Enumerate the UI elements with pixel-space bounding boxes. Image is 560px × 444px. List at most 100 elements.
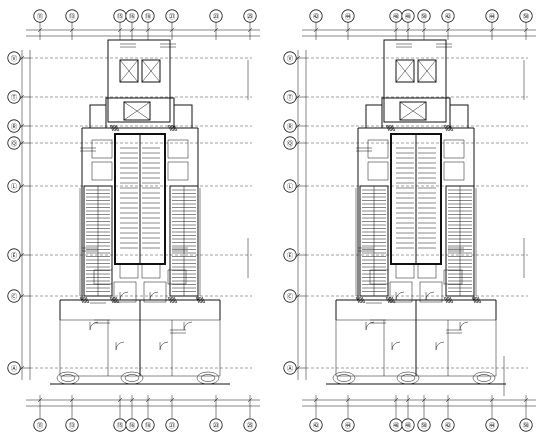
dimension-tick bbox=[145, 27, 151, 33]
wall-hatch bbox=[172, 296, 176, 304]
entrance-step bbox=[332, 371, 356, 385]
door-swing bbox=[459, 321, 469, 331]
dimension-tick bbox=[19, 252, 25, 258]
wall-hatch bbox=[81, 296, 85, 304]
wall-hatch bbox=[197, 296, 201, 304]
equipment-room bbox=[369, 269, 389, 285]
wall-hatch bbox=[390, 124, 394, 132]
row-axis-bubble: Ⓥ bbox=[7, 51, 21, 65]
wall-hatch bbox=[443, 124, 448, 132]
axis-bubble-label: ㉑ bbox=[169, 12, 176, 20]
elevator-car bbox=[119, 59, 139, 83]
equipment-room bbox=[167, 139, 189, 159]
elevator-cross bbox=[141, 59, 161, 83]
axis-bubble-circle bbox=[519, 418, 533, 432]
dimension-tick bbox=[313, 397, 319, 403]
wall-hatch bbox=[473, 296, 477, 304]
elevator-machine-room bbox=[383, 39, 447, 123]
axis-bubble-label: ㊿ bbox=[421, 12, 428, 20]
equipment-room bbox=[443, 139, 465, 159]
dimension-tick bbox=[421, 27, 427, 33]
axis-bubble-label: Ⓐ bbox=[11, 364, 18, 372]
row-axis-bubble: Ⓠ bbox=[283, 136, 297, 150]
dimension-tick bbox=[295, 140, 301, 146]
equipment-room bbox=[417, 263, 437, 279]
axis-bubble-label: ⑬ bbox=[69, 12, 76, 20]
axis-bubble-circle bbox=[243, 418, 257, 432]
wall-hatch bbox=[109, 124, 114, 132]
axis-bubble-label: Ⓡ bbox=[11, 122, 18, 130]
bottom-axis-bubble: ㊷ bbox=[309, 418, 323, 432]
bottom-axis-bubble: ⑬ bbox=[65, 418, 79, 432]
wall-hatch bbox=[109, 296, 114, 304]
door-swing bbox=[115, 341, 125, 351]
row-axis-bubble: Ⓐ bbox=[283, 361, 297, 375]
dimension-tick bbox=[19, 55, 25, 61]
axis-bubble-circle bbox=[125, 418, 139, 432]
axis-bubble-label: Ⓐ bbox=[287, 364, 294, 372]
dimension-tick bbox=[19, 140, 25, 146]
row-axis-bubble: Ⓛ bbox=[7, 179, 21, 193]
wall-hatch bbox=[112, 124, 117, 132]
axis-bubble-label: ㊷ bbox=[445, 12, 452, 20]
lift-lobby bbox=[399, 101, 427, 121]
entrance-step bbox=[336, 374, 352, 382]
axis-bubble-circle bbox=[401, 418, 415, 432]
row-axis-bubble: Ⓛ bbox=[283, 179, 297, 193]
wall-hatch bbox=[200, 296, 204, 304]
lift-lobby bbox=[123, 101, 151, 121]
wall-hatch bbox=[172, 124, 176, 132]
axis-bubble-label: ⑬ bbox=[69, 421, 76, 429]
axis-bubble-label: ㊻ bbox=[393, 12, 400, 20]
wall-hatch bbox=[477, 296, 482, 304]
entry-vestibule bbox=[389, 281, 413, 303]
dimension-tick bbox=[213, 397, 219, 403]
entrance-step bbox=[120, 371, 144, 385]
row-axis-bubble: Ⓡ bbox=[283, 119, 297, 133]
entrance-step bbox=[60, 374, 76, 382]
door-swing bbox=[391, 341, 401, 351]
wall-hatch bbox=[85, 296, 90, 304]
wall-hatch bbox=[355, 296, 360, 304]
dimension-tick bbox=[129, 397, 135, 403]
wall-hatch bbox=[84, 296, 88, 304]
dimension-tick bbox=[345, 27, 351, 33]
bottom-axis-bubble: ㉑ bbox=[165, 418, 179, 432]
row-axis-bubble: Ⓔ bbox=[7, 248, 21, 262]
wall-hatch bbox=[169, 124, 173, 132]
top-axis-bubble: ⑪ bbox=[33, 9, 47, 23]
wall-hatch bbox=[167, 296, 172, 304]
axis-bubble-circle bbox=[165, 418, 179, 432]
equipment-room bbox=[91, 139, 113, 159]
door-swing bbox=[159, 341, 169, 351]
top-axis-bubble: ㊹ bbox=[341, 9, 355, 23]
axis-bubble-label: Ⓠ bbox=[11, 139, 18, 147]
dimension-tick bbox=[313, 27, 319, 33]
wall-hatch bbox=[170, 296, 175, 304]
axis-bubble-label: ⑯ bbox=[129, 421, 136, 429]
axis-bubble-label: ㊿ bbox=[421, 421, 428, 429]
dimension-tick bbox=[295, 94, 301, 100]
wall-hatch bbox=[167, 124, 172, 132]
dimension-tick bbox=[247, 397, 253, 403]
elevator-cross bbox=[119, 59, 139, 83]
equipment-room bbox=[367, 161, 389, 181]
axis-bubble-label: Ⓥ bbox=[287, 54, 294, 62]
row-axis-bubble: Ⓡ bbox=[7, 119, 21, 133]
dimension-tick bbox=[523, 27, 529, 33]
axis-bubble-label: ⑮ bbox=[117, 12, 124, 20]
entrance-step bbox=[396, 371, 420, 385]
wall-hatch bbox=[357, 296, 361, 304]
equipment-room bbox=[167, 269, 187, 285]
dimension-tick bbox=[19, 183, 25, 189]
dimension-tick bbox=[19, 293, 25, 299]
axis-bubble-label: Ⓛ bbox=[287, 182, 294, 190]
axis-bubble-label: ⑪ bbox=[37, 12, 44, 20]
axis-bubble-label: ㉓ bbox=[213, 12, 220, 20]
axis-bubble-label: ⑪ bbox=[37, 421, 44, 429]
wall-hatch bbox=[173, 296, 178, 304]
dimension-tick bbox=[295, 123, 301, 129]
axis-bubble-circle bbox=[141, 418, 155, 432]
bottom-axis-bubble: ㊿ bbox=[519, 418, 533, 432]
